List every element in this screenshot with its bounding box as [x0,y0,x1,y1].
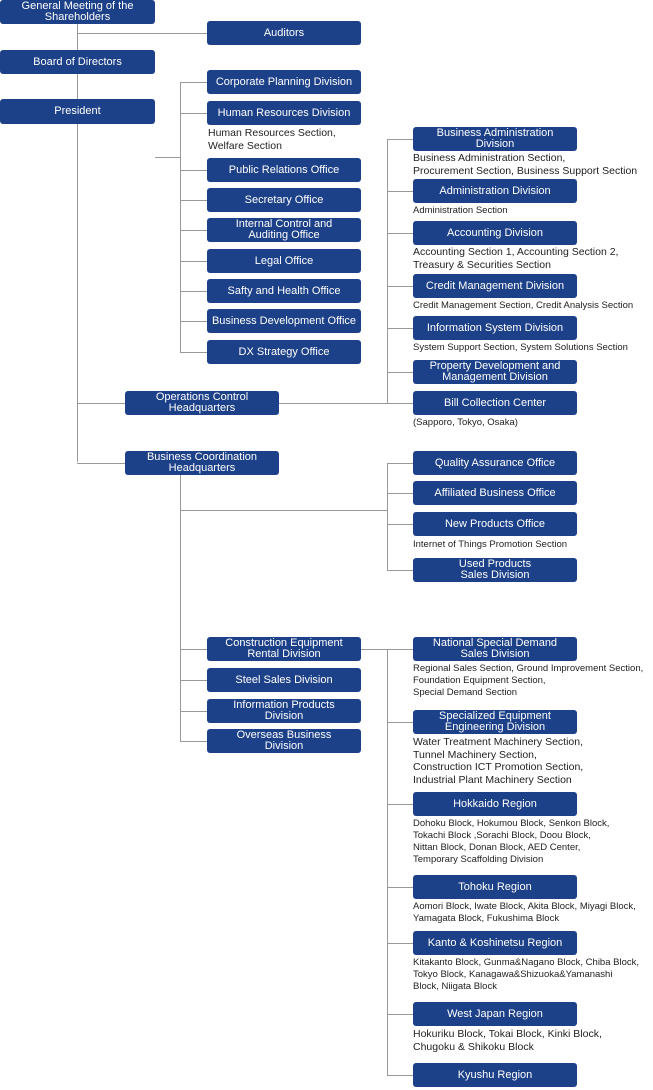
administration-division-box: Administration Division [413,179,577,203]
internal-control-box: Internal Control and Auditing Office [207,218,361,242]
kanto-koshinetsu-region-box: Kanto & Koshinetsu Region [413,931,577,955]
business-development-box: Business Development Office [207,309,361,333]
credit-management-sections: Credit Management Section, Credit Analys… [413,300,634,311]
connector-region-7 [387,1075,413,1076]
connector-region-spine [387,649,388,1075]
quality-assurance-box: Quality Assurance Office [413,451,577,475]
kanto-koshinetsu-blocks: Kitakanto Block, Gunma&Nagano Block, Chi… [413,957,640,992]
connector-main-spine [77,124,78,462]
connector-region-5 [387,943,413,944]
connector-staff-6 [180,261,207,262]
connector-region-6 [387,1014,413,1015]
connector-region-1 [387,649,413,650]
secretary-office-box: Secretary Office [207,188,361,212]
bill-collection-locations: (Sapporo, Tokyo, Osaka) [413,417,518,428]
board-of-directors-box: Board of Directors [0,50,155,74]
connector-president-staff [155,157,180,158]
connector-ops-7 [387,403,413,404]
connector-div-3 [180,711,207,712]
connector-ops-2 [387,191,413,192]
business-coordination-hq-box: Business Coordination Headquarters [125,451,279,475]
information-system-sections: System Support Section, System Solutions… [413,342,628,353]
bill-collection-box: Bill Collection Center [413,391,577,415]
specialized-equipment-sections: Water Treatment Machinery Section, Tunne… [413,736,584,786]
legal-office-box: Legal Office [207,249,361,273]
public-relations-box: Public Relations Office [207,158,361,182]
human-resources-box: Human Resources Division [207,101,361,125]
connector-div-2 [180,680,207,681]
connector-region-2 [387,722,413,723]
operations-control-hq-box: Operations Control Headquarters [125,391,279,415]
connector-office-3 [387,524,413,525]
used-products-box: Used Products Sales Division [413,558,577,582]
business-administration-box: Business Administration Division [413,127,577,151]
corporate-planning-box: Corporate Planning Division [207,70,361,94]
connector-region-4 [387,887,413,888]
connector-offices-spine [387,463,388,570]
connector-staff-4 [180,200,207,201]
connector-staff-8 [180,321,207,322]
connector-top-lower [77,74,78,100]
affiliated-business-box: Affiliated Business Office [413,481,577,505]
connector-ops-6 [387,372,413,373]
connector-staff-9 [180,352,207,353]
connector-region-main [361,649,387,650]
administration-sections: Administration Section [413,205,508,216]
general-meeting-box: General Meeting of the Shareholders [0,0,155,24]
tohoku-region-box: Tohoku Region [413,875,577,899]
connector-coord-offices [180,510,387,511]
hokkaido-blocks: Dohoku Block, Hokumou Block, Senkon Bloc… [413,818,610,865]
new-products-box: New Products Office [413,512,577,536]
steel-sales-box: Steel Sales Division [207,668,361,692]
connector-ops-5 [387,328,413,329]
connector-staff-3 [180,170,207,171]
connector-staff-5 [180,230,207,231]
west-japan-region-box: West Japan Region [413,1002,577,1026]
tohoku-blocks: Aomori Block, Iwate Block, Akita Block, … [413,901,636,924]
property-development-box: Property Development and Management Divi… [413,360,577,384]
connector-ops-hq [77,403,125,404]
business-administration-sections: Business Administration Section, Procure… [413,152,638,177]
information-system-box: Information System Division [413,316,577,340]
construction-equipment-box: Construction Equipment Rental Division [207,637,361,661]
national-special-demand-box: National Special Demand Sales Division [413,637,577,661]
connector-office-2 [387,493,413,494]
safety-health-box: Safty and Health Office [207,279,361,303]
accounting-sections: Accounting Section 1, Accounting Section… [413,246,619,271]
hokkaido-region-box: Hokkaido Region [413,792,577,816]
human-resources-sections: Human Resources Section, Welfare Section [208,127,336,152]
national-special-demand-sections: Regional Sales Section, Ground Improveme… [413,663,644,698]
auditors-box: Auditors [207,21,361,45]
connector-top-upper [77,24,78,50]
connector-region-3 [387,804,413,805]
dx-strategy-box: DX Strategy Office [207,340,361,364]
accounting-division-box: Accounting Division [413,221,577,245]
connector-coord-spine [180,475,181,741]
kyushu-region-box: Kyushu Region [413,1063,577,1087]
president-box: President [0,99,155,124]
connector-staff-7 [180,291,207,292]
connector-ops-4 [387,286,413,287]
connector-coord-hq [77,463,125,464]
credit-management-box: Credit Management Division [413,274,577,298]
connector-office-1 [387,463,413,464]
connector-div-4 [180,741,207,742]
specialized-equipment-box: Specialized Equipment Engineering Divisi… [413,710,577,734]
connector-staff-2 [180,113,207,114]
connector-staff-spine [180,82,181,352]
overseas-business-box: Overseas Business Division [207,729,361,753]
connector-ops-spine [387,139,388,403]
connector-ops-right [279,403,387,404]
connector-ops-1 [387,139,413,140]
connector-ops-3 [387,233,413,234]
connector-office-4 [387,570,413,571]
new-products-sections: Internet of Things Promotion Section [413,539,568,550]
connector-auditors [77,33,207,34]
connector-staff-1 [180,82,207,83]
information-products-box: Information Products Division [207,699,361,723]
west-japan-blocks: Hokuriku Block, Tokai Block, Kinki Block… [413,1028,602,1053]
connector-div-1 [180,649,207,650]
